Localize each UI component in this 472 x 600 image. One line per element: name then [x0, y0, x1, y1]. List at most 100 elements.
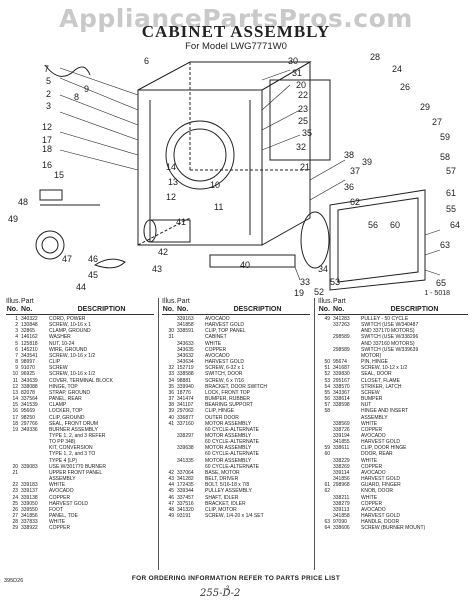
rear-door [329, 189, 426, 291]
callout: 36 [344, 182, 354, 192]
callout: 10 [210, 180, 220, 190]
part-row: TYPE 4 (LP) [49, 457, 78, 464]
callout: 5 [46, 76, 51, 86]
part-row: ASSEMBLY [361, 414, 388, 421]
part-row: AND 337170 MOTORS) [361, 328, 415, 335]
callout: 26 [400, 82, 410, 92]
callout: 57 [446, 166, 456, 176]
callout: 45 [88, 270, 98, 280]
part-row: KIT, CONVERSION [49, 445, 93, 452]
callout: 53 [330, 277, 340, 287]
part-row: ASSEMBLY [49, 476, 76, 483]
callout: 38 [344, 150, 354, 160]
drum-opening [165, 120, 235, 190]
callout: 12 [166, 192, 176, 202]
callout: 6 [144, 56, 149, 66]
callout: 41 [176, 217, 186, 227]
callout: 52 [314, 287, 324, 297]
callout: 39 [362, 157, 372, 167]
callout: 21 [300, 162, 310, 172]
callout: 61 [446, 188, 456, 198]
callout: 42 [158, 247, 168, 257]
callout: 2 [46, 89, 51, 99]
callout: 18 [42, 144, 52, 154]
callout: 56 [368, 220, 378, 230]
callout: 62 [350, 197, 360, 207]
callout: 8 [74, 92, 79, 102]
callout: 14 [166, 162, 176, 172]
toe-panel [209, 254, 296, 268]
callout: 40 [240, 260, 250, 270]
part-row: 60 CYCLE-ALTERNATE [205, 451, 259, 458]
callout: 9 [84, 84, 89, 94]
callout: 59 [440, 132, 450, 142]
callout: 44 [76, 282, 86, 292]
part-row: MOTOR) [361, 352, 382, 359]
drive-belt [93, 258, 126, 269]
page-mark: 2 [226, 586, 230, 592]
callout: 24 [392, 64, 402, 74]
part-row: AND 337160 MOTORS) [361, 340, 415, 347]
callout: 49 [8, 214, 18, 224]
callout: 15 [54, 170, 64, 180]
watermark-site: AppliancePartsPros.com [59, 4, 413, 33]
part-row: 60 CYCLE-ALTERNATE [205, 426, 259, 433]
part-row: 60 CYCLE-ALTERNATE [205, 463, 259, 470]
callout: 48 [18, 197, 28, 207]
callout: 46 [88, 254, 98, 264]
cabinet-side [261, 61, 311, 246]
part-row: TO PP 348) [49, 439, 76, 446]
